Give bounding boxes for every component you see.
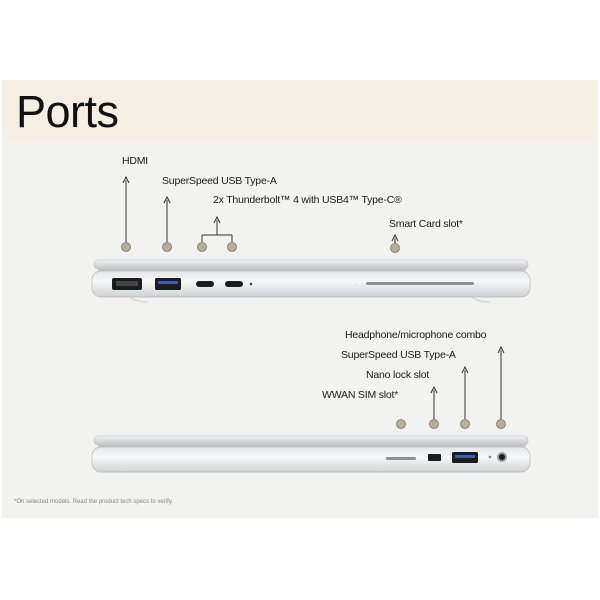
nano-lock-slot	[428, 454, 441, 461]
callout-usb-a-right	[460, 365, 470, 429]
laptop-side-right	[91, 435, 531, 473]
laptop-side-left: ◦ ◦	[91, 259, 531, 303]
label-usb-a-right: SuperSpeed USB Type-A	[341, 349, 456, 361]
callout-usb-a	[162, 195, 172, 252]
label-nano-lock: Nano lock slot	[366, 369, 430, 381]
label-hdmi: HDMI	[122, 155, 149, 167]
label-usb-a: SuperSpeed USB Type-A	[162, 175, 277, 187]
footnote: *On selected models. Read the product te…	[14, 499, 173, 505]
callout-hdmi	[121, 175, 131, 252]
usb-a-port	[155, 278, 181, 290]
title-banner: Ports	[2, 80, 598, 143]
callout-thunderbolt	[197, 215, 237, 252]
page-title: Ports	[16, 86, 119, 137]
ports-panel: Ports	[2, 80, 598, 518]
usb-a-port-right	[452, 452, 478, 463]
callout-smart-card	[390, 233, 400, 253]
smart-card-slot	[366, 282, 474, 285]
wwan-sim-slot	[386, 457, 416, 460]
callout-headphone	[496, 345, 506, 429]
callout-nano-lock	[429, 385, 439, 429]
label-thunderbolt: 2x Thunderbolt™ 4 with USB4™ Type-C®	[213, 194, 402, 206]
thunderbolt-port-2	[225, 281, 243, 287]
hdmi-port	[112, 278, 142, 290]
label-smart-card: Smart Card slot*	[389, 218, 463, 230]
label-wwan-sim: WWAN SIM slot*	[322, 389, 399, 401]
svg-text:◦ ◦: ◦ ◦	[354, 282, 359, 287]
label-headphone: Headphone/microphone combo	[345, 329, 487, 341]
callout-wwan-sim	[396, 419, 406, 429]
thunderbolt-port-1	[196, 281, 214, 287]
headphone-jack	[497, 452, 507, 462]
status-led	[249, 282, 253, 286]
laptop-illustration: ◦ ◦	[91, 175, 531, 473]
